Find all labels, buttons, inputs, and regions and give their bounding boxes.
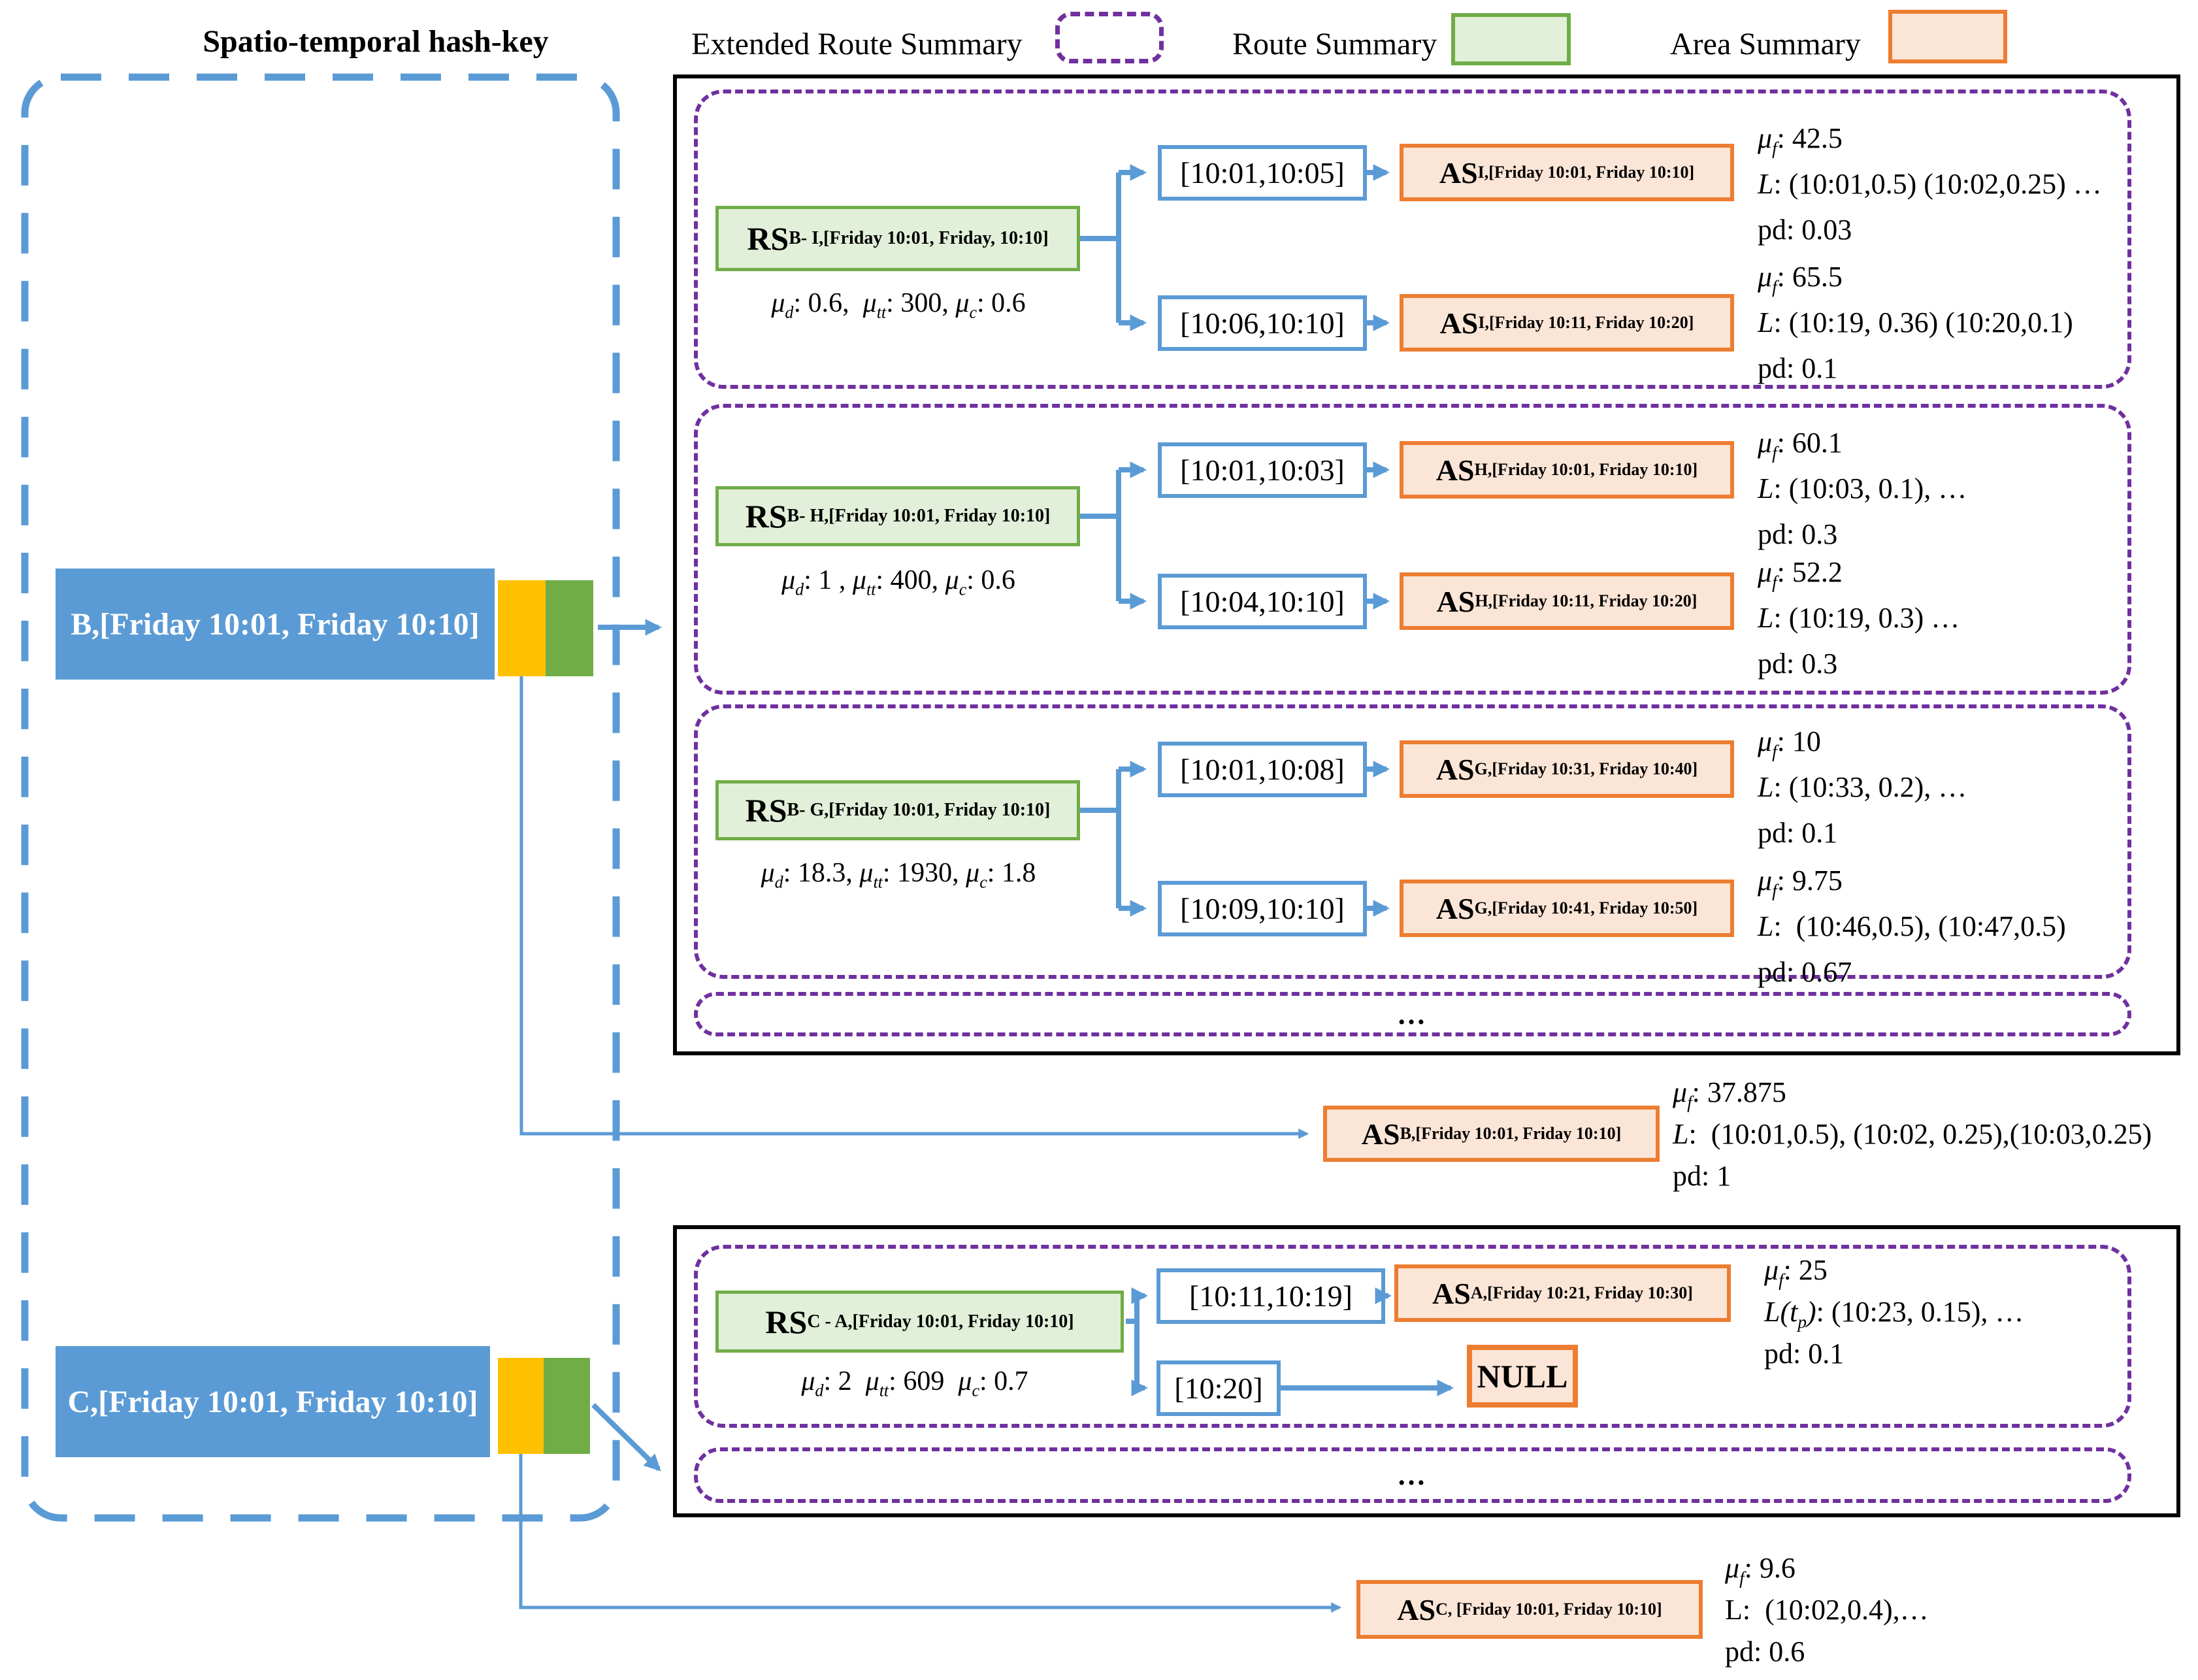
extended-route-summary-group-b-i — [694, 90, 2131, 389]
ellipsis-row: … — [694, 992, 2131, 1036]
interval-box: [10:11,10:19] — [1156, 1268, 1385, 1324]
legend-swatch-extended-route-summary — [1055, 12, 1164, 63]
extended-route-summary-container-b — [673, 74, 2180, 1055]
hash-key-container-border — [21, 73, 620, 1522]
rs-params-b-g: μd: 18.3, μtt: 1930, μc: 1.8 — [761, 858, 1036, 892]
rs-params-b-h: μd: 1 , μtt: 400, μc: 0.6 — [781, 565, 1015, 599]
extended-route-summary-group-c-a — [694, 1245, 2131, 1428]
hash-key-c-green-cell — [544, 1358, 590, 1454]
hash-key-b-green-cell — [546, 580, 593, 676]
arrow-c-to-extended — [591, 1403, 661, 1472]
interval-box: [10:06,10:10] — [1158, 295, 1367, 351]
extended-route-summary-container-c — [673, 1225, 2180, 1517]
rs-label: RS — [747, 220, 789, 257]
area-summary-stats: μf: 52.2 L: (10:19, 0.3) … pd: 0.3 — [1758, 556, 1960, 680]
rs-params-b-i: μd: 0.6, μtt: 300, μc: 0.6 — [771, 288, 1026, 322]
area-summary-stats-b: μf: 37.875 L: (10:01,0.5), (10:02, 0.25)… — [1673, 1076, 2152, 1192]
rs-params-c-a: μd: 2 μtt: 609 μc: 0.7 — [801, 1366, 1028, 1400]
legend-label-area-summary: Area Summary — [1670, 27, 1861, 61]
area-summary-stats-a: μf: 25 L(tp): (10:23, 0.15), … pd: 0.1 — [1764, 1254, 2024, 1370]
legend-swatch-area-summary — [1888, 10, 2007, 63]
page-title: Spatio-temporal hash-key — [203, 24, 549, 59]
area-summary-stats: μf: 60.1 L: (10:03, 0.1), … pd: 0.3 — [1758, 427, 1967, 550]
area-summary-stats: μf: 42.5 L: (10:01,0.5) (10:02,0.25) … p… — [1758, 122, 2102, 246]
interval-box: [10:01,10:08] — [1158, 742, 1367, 797]
interval-box: [10:01,10:05] — [1158, 145, 1367, 201]
hash-key-b-yellow-cell — [498, 580, 546, 676]
area-summary-stats: μf: 65.5 L: (10:19, 0.36) (10:20,0.1) pd… — [1758, 261, 2073, 384]
legend-label-extended-route-summary: Extended Route Summary — [691, 27, 1023, 61]
ellipsis-row: … — [694, 1447, 2131, 1503]
interval-box: [10:09,10:10] — [1158, 881, 1367, 936]
rs-sub: B- I,[Friday 10:01, Friday, 10:10] — [789, 228, 1049, 248]
hash-key-c-yellow-cell — [498, 1358, 544, 1454]
null-box: NULL — [1467, 1345, 1578, 1408]
hash-key-c: C,[Friday 10:01, Friday 10:10] — [56, 1346, 490, 1457]
legend-swatch-route-summary — [1451, 13, 1571, 65]
interval-box: [10:04,10:10] — [1158, 574, 1367, 629]
area-summary-stats: μf: 9.75 L: (10:46,0.5), (10:47,0.5) pd:… — [1758, 865, 2066, 988]
extended-route-summary-group-b-h — [694, 404, 2131, 695]
legend-label-route-summary: Route Summary — [1232, 27, 1437, 61]
hash-key-b: B,[Friday 10:01, Friday 10:10] — [56, 568, 495, 680]
interval-box: [10:20] — [1156, 1360, 1281, 1416]
interval-box: [10:01,10:03] — [1158, 442, 1367, 498]
area-summary-stats: μf: 10 L: (10:33, 0.2), … pd: 0.1 — [1758, 725, 1967, 849]
area-summary-stats-c: μf: 9.6 L: (10:02,0.4),… pd: 0.6 — [1725, 1552, 1929, 1668]
